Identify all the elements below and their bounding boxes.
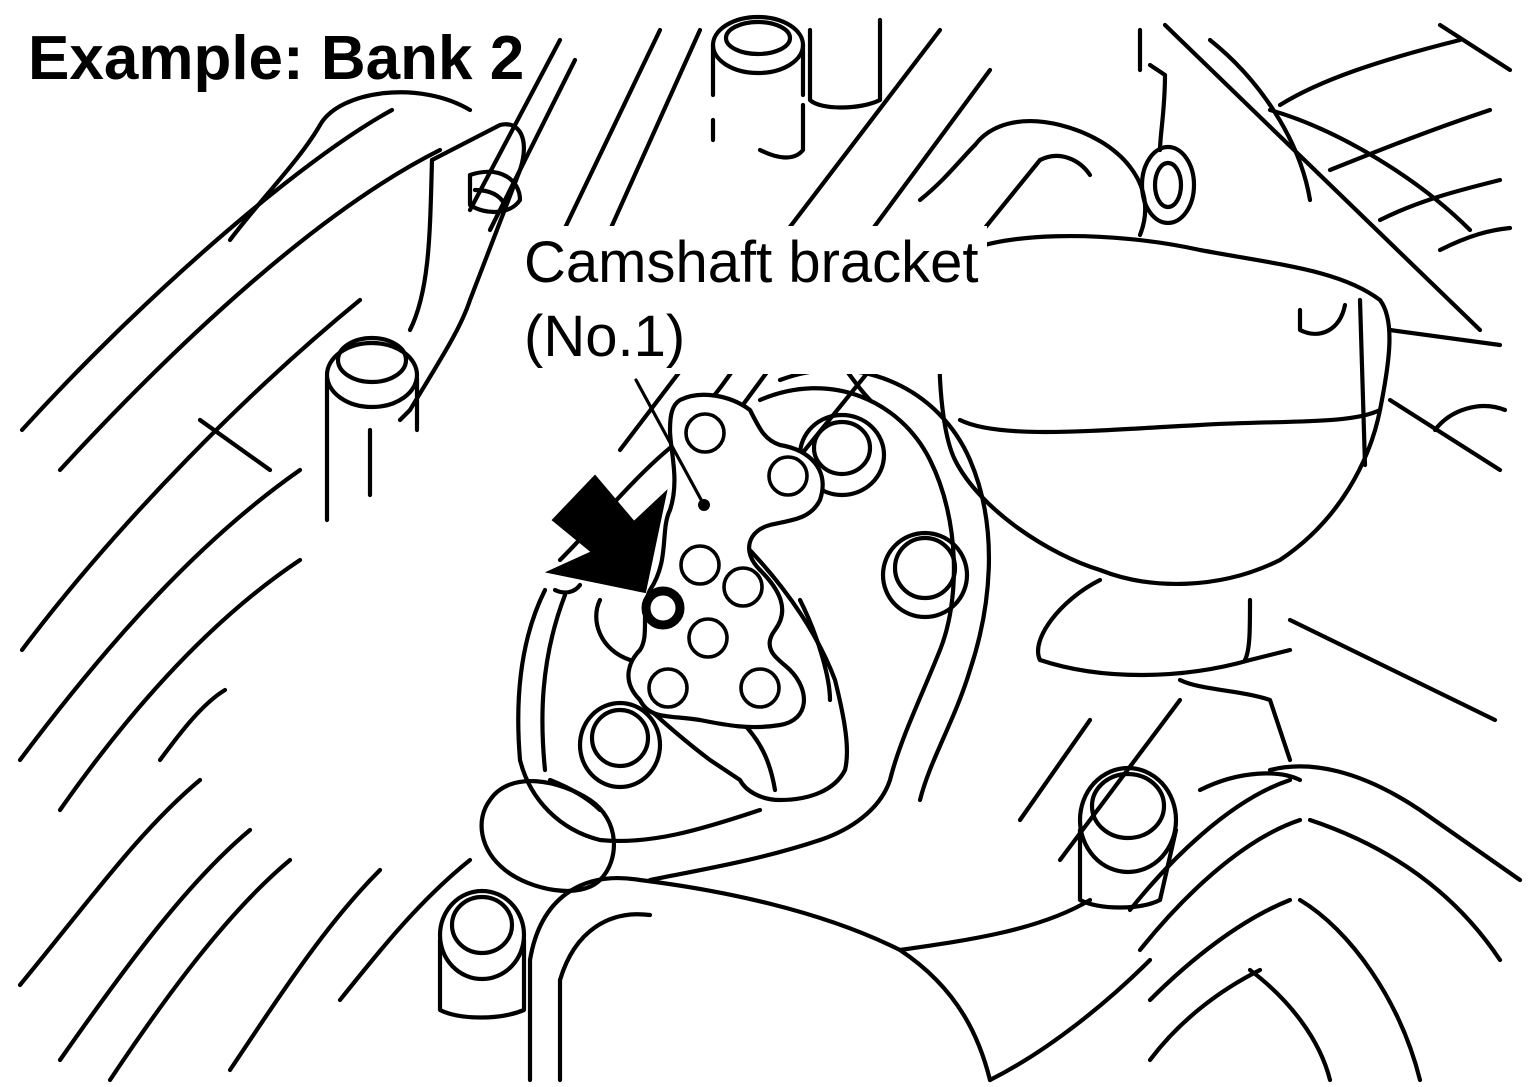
callout-line-2: (No.1) <box>524 304 686 369</box>
callout-leader-line <box>634 378 706 507</box>
figure-title: Example: Bank 2 <box>28 24 525 93</box>
intake-duct <box>527 876 1153 1083</box>
oil-filler-housing <box>917 22 1513 333</box>
bracket-bolt-right <box>880 530 970 620</box>
bracket-bolt-lower-left <box>577 700 663 790</box>
oil-filler-cap <box>937 233 1392 763</box>
right-side-ribs <box>1017 327 1523 1083</box>
camshaft-bracket-plate <box>626 392 825 730</box>
callout-line-1: Camshaft bracket <box>524 230 979 295</box>
lower-right-bolt <box>1077 765 1179 910</box>
left-hose-lines <box>17 107 473 1083</box>
left-stud-bolt <box>324 335 420 523</box>
arrow-pointer-icon <box>544 474 668 594</box>
camshaft-bracket-callout: Camshaft bracket (No.1) <box>522 226 987 374</box>
oil-hole-ring-icon <box>641 586 685 630</box>
upper-hose <box>227 90 473 243</box>
cam-sensor-cap <box>479 777 617 893</box>
lower-left-bolt <box>437 888 527 1020</box>
